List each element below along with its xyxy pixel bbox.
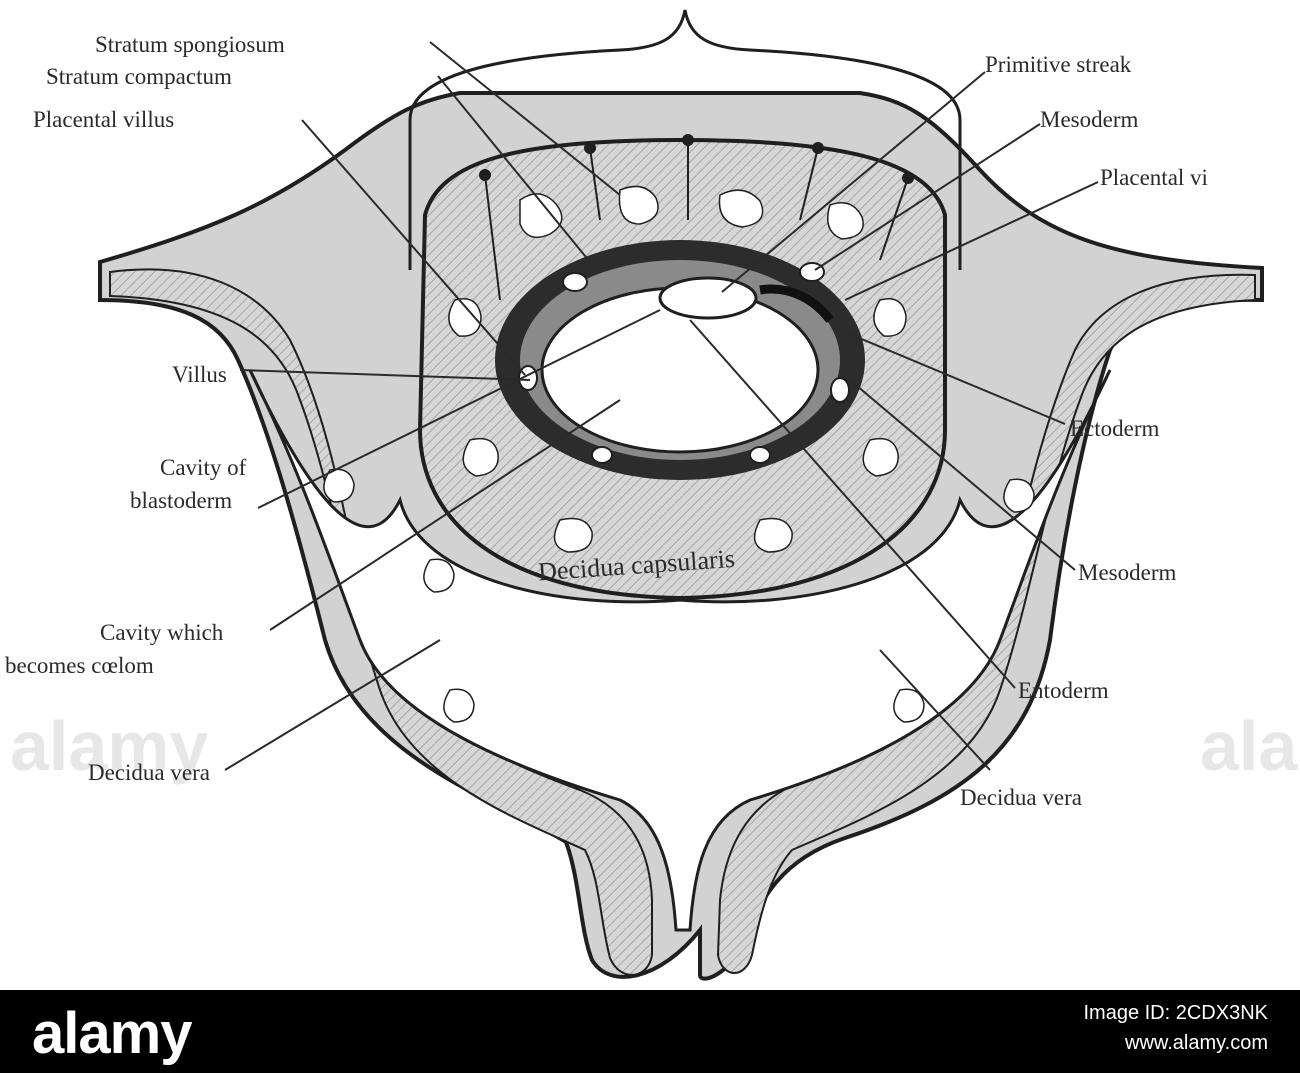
watermark: alamy [10, 707, 209, 785]
placenta-bracket [408, 9, 962, 270]
uterine-cavity [248, 369, 1112, 932]
label-villus: Villus [172, 362, 227, 387]
label-cavity-of-blastoderm: Cavity of [160, 455, 247, 480]
label-mesoderm-right: Mesoderm [1078, 560, 1176, 585]
label-ectoderm: Ectoderm [1070, 416, 1160, 441]
leader-lines [224, 41, 1099, 771]
intervillous-spaces [323, 185, 1035, 723]
footer-logo: alamy [32, 1001, 192, 1066]
label-cavity-which-becomes-coelom: Cavity which [100, 620, 224, 645]
label-cavity-which-becomes-coelom: becomes cœlom [5, 653, 154, 678]
label-placental-villus-left: Placental villus [33, 107, 174, 132]
footer-image-info: Image ID: 2CDX3NK www.alamy.com [1083, 998, 1268, 1058]
watermark: alamy [1200, 707, 1300, 785]
footer-site: www.alamy.com [1125, 1032, 1268, 1054]
decidua-diagram: alamy alamy Stratum spongiosum Stratum c… [5, 9, 1300, 981]
label-stratum-spongiosum: Stratum spongiosum [95, 32, 285, 57]
embryonic-disc [658, 276, 758, 320]
label-primitive-streak: Primitive streak [985, 52, 1132, 77]
footer-bar: alamy Image ID: 2CDX3NK www.alamy.com [0, 990, 1300, 1073]
label-stratum-compactum: Stratum compactum [46, 64, 232, 89]
label-cavity-of-blastoderm: blastoderm [130, 488, 232, 513]
label-decidua-vera-left: Decidua vera [88, 760, 210, 785]
label-entoderm: Entoderm [1018, 678, 1109, 703]
primitive-streak-mark [759, 284, 834, 323]
footer-image-id: Image ID: 2CDX3NK [1083, 1002, 1268, 1024]
label-placental-villus-right: Placental vi [1100, 165, 1208, 190]
label-mesoderm-top: Mesoderm [1040, 107, 1138, 132]
label-decidua-vera-right: Decidua vera [960, 785, 1082, 810]
